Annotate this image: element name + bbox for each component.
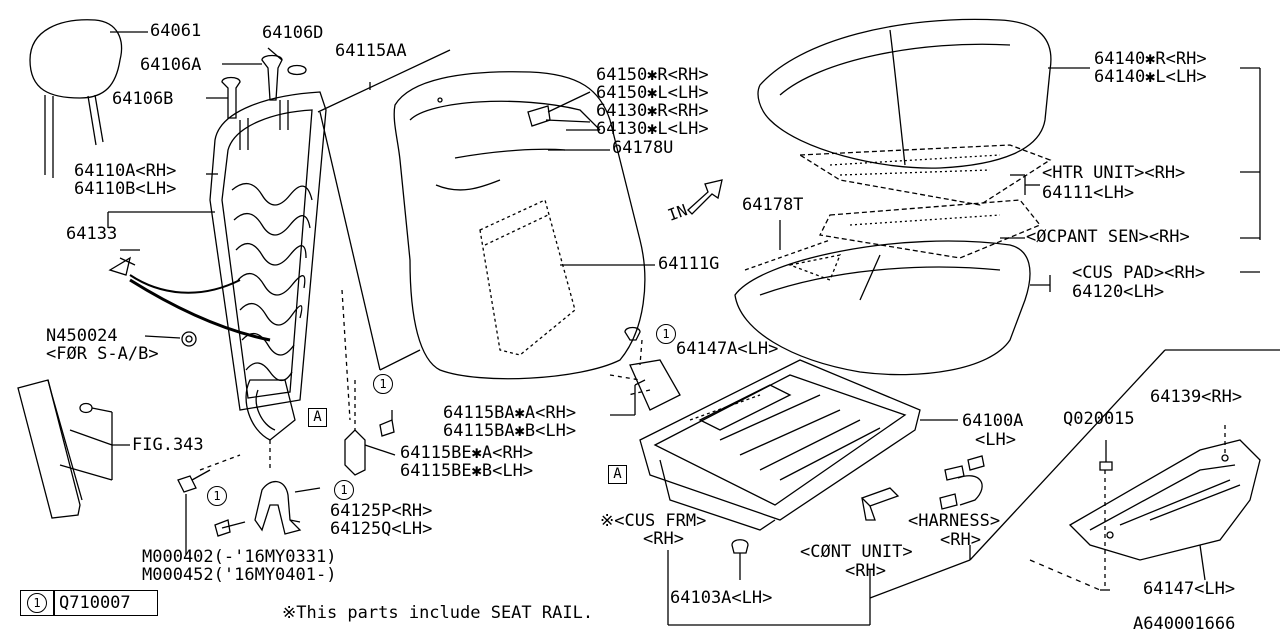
- label-64150l: 64150✱L<LH>: [596, 83, 709, 103]
- label-64106a: 64106A: [140, 55, 202, 75]
- diagram-id: A640001666: [1133, 614, 1236, 634]
- label-m000402: M000402(-'16MY0331): [142, 547, 337, 567]
- label-64125p: 64125P<RH>: [330, 501, 433, 521]
- label-64110a: 64110A<RH>: [74, 161, 177, 181]
- label-64100a-lh: <LH>: [975, 430, 1016, 450]
- label-64150r: 64150✱R<RH>: [596, 65, 709, 85]
- label-64140l: 64140✱L<LH>: [1094, 67, 1207, 87]
- cushion-pad-drawing: [734, 240, 1051, 376]
- label-64120: 64120<LH>: [1072, 282, 1165, 302]
- label-64103a: 64103A<LH>: [670, 588, 773, 608]
- label-n450024: N450024: [46, 326, 118, 346]
- label-64130l: 64130✱L<LH>: [596, 119, 709, 139]
- label-m000452: M000452('16MY0401-): [142, 565, 337, 585]
- label-64061: 64061: [150, 21, 202, 41]
- label-ocpant-sen: <ØCPANT SEN><RH>: [1026, 227, 1190, 247]
- callout-circle-1-c: 1: [334, 480, 354, 500]
- callout-circle-1-a: 1: [373, 374, 393, 394]
- side-bracket-drawing: [341, 289, 396, 476]
- reference-box-a-2: A: [608, 465, 627, 484]
- bolt-drawing: [177, 454, 241, 555]
- label-64130r: 64130✱R<RH>: [596, 101, 709, 121]
- label-64115be-a: 64115BE✱A<RH>: [400, 443, 534, 463]
- label-64147a: 64147A<LH>: [676, 339, 779, 359]
- left-leader-lines: [107, 173, 218, 228]
- plug-drawing: [731, 539, 749, 580]
- label-64178u: 64178U: [612, 138, 674, 158]
- legend-box: 1 Q710007: [20, 590, 158, 616]
- label-64115ba-b: 64115BA✱B<LH>: [443, 421, 577, 441]
- label-64110b: 64110B<LH>: [74, 179, 177, 199]
- label-fig343: FIG.343: [132, 435, 204, 455]
- label-64100a: 64100A: [962, 411, 1024, 431]
- label-64115aa: 64115AA: [335, 41, 407, 61]
- leader-lines-ba: [609, 374, 646, 416]
- label-cont-unit-rh: <RH>: [845, 561, 886, 581]
- label-htr-unit: <HTR UNIT><RH>: [1042, 163, 1186, 183]
- label-harness-rh: <RH>: [940, 530, 981, 550]
- wire-64178t-drawing: [744, 220, 842, 281]
- label-cus-frm-rh: <RH>: [643, 529, 684, 549]
- legend-divider: [53, 591, 55, 615]
- seatback-frame-drawing: [209, 91, 327, 441]
- side-cover-drawing: [1029, 425, 1261, 591]
- headrest-guides-drawing: [206, 47, 307, 119]
- label-64133: 64133: [66, 224, 118, 244]
- label-64111g: 64111G: [658, 254, 720, 274]
- harness-wire-drawing: [108, 249, 271, 342]
- label-harness: <HARNESS>: [908, 511, 1001, 531]
- legend-circle: 1: [27, 593, 47, 613]
- label-q020015: Q020015: [1063, 409, 1135, 429]
- label-64178t: 64178T: [742, 195, 804, 215]
- label-64140r: 64140✱R<RH>: [1094, 49, 1207, 69]
- seat-frame-drawing: [624, 326, 958, 531]
- reference-box-a-1: A: [308, 408, 327, 427]
- callout-circle-1-d: 1: [656, 324, 676, 344]
- legend-part-number: Q710007: [59, 593, 131, 613]
- label-cus-pad: <CUS PAD><RH>: [1072, 263, 1206, 283]
- backrest-outline-drawing: [317, 49, 451, 371]
- right-bracket-lines: [1240, 67, 1261, 273]
- callout-circle-1-b: 1: [207, 486, 227, 506]
- label-64111: 64111<LH>: [1042, 183, 1135, 203]
- cushion-cover-drawing: [757, 18, 1090, 169]
- label-64115ba-a: 64115BA✱A<RH>: [443, 403, 577, 423]
- occupant-sensor-drawing: [819, 199, 1042, 259]
- label-64147: 64147<LH>: [1143, 579, 1236, 599]
- label-cont-unit: <CØNT UNIT>: [800, 542, 913, 562]
- bottom-leader-lines: [667, 349, 1280, 626]
- harness-right-drawing: [939, 455, 985, 510]
- control-unit-drawing: [860, 487, 900, 521]
- label-64125q: 64125Q<LH>: [330, 519, 433, 539]
- label-cus-frm: ※<CUS FRM>: [600, 511, 707, 531]
- seat-rail-note: ※This parts include SEAT RAIL.: [282, 603, 594, 623]
- label-for-sab: <FØR S-A/B>: [46, 344, 159, 364]
- backrest-cover-drawing: [393, 71, 655, 380]
- in-arrow-drawing: [687, 179, 723, 215]
- label-64139: 64139<RH>: [1150, 387, 1243, 407]
- heater-mat-drawing: [797, 144, 1052, 206]
- label-64115be-b: 64115BE✱B<LH>: [400, 461, 534, 481]
- label-64106b: 64106B: [112, 89, 174, 109]
- label-64106d: 64106D: [262, 23, 324, 43]
- recliner-bracket-drawing: [214, 440, 321, 537]
- headrest-drawing: [29, 19, 148, 178]
- airbag-drawing: [17, 379, 130, 519]
- clip-drawing: [144, 331, 197, 347]
